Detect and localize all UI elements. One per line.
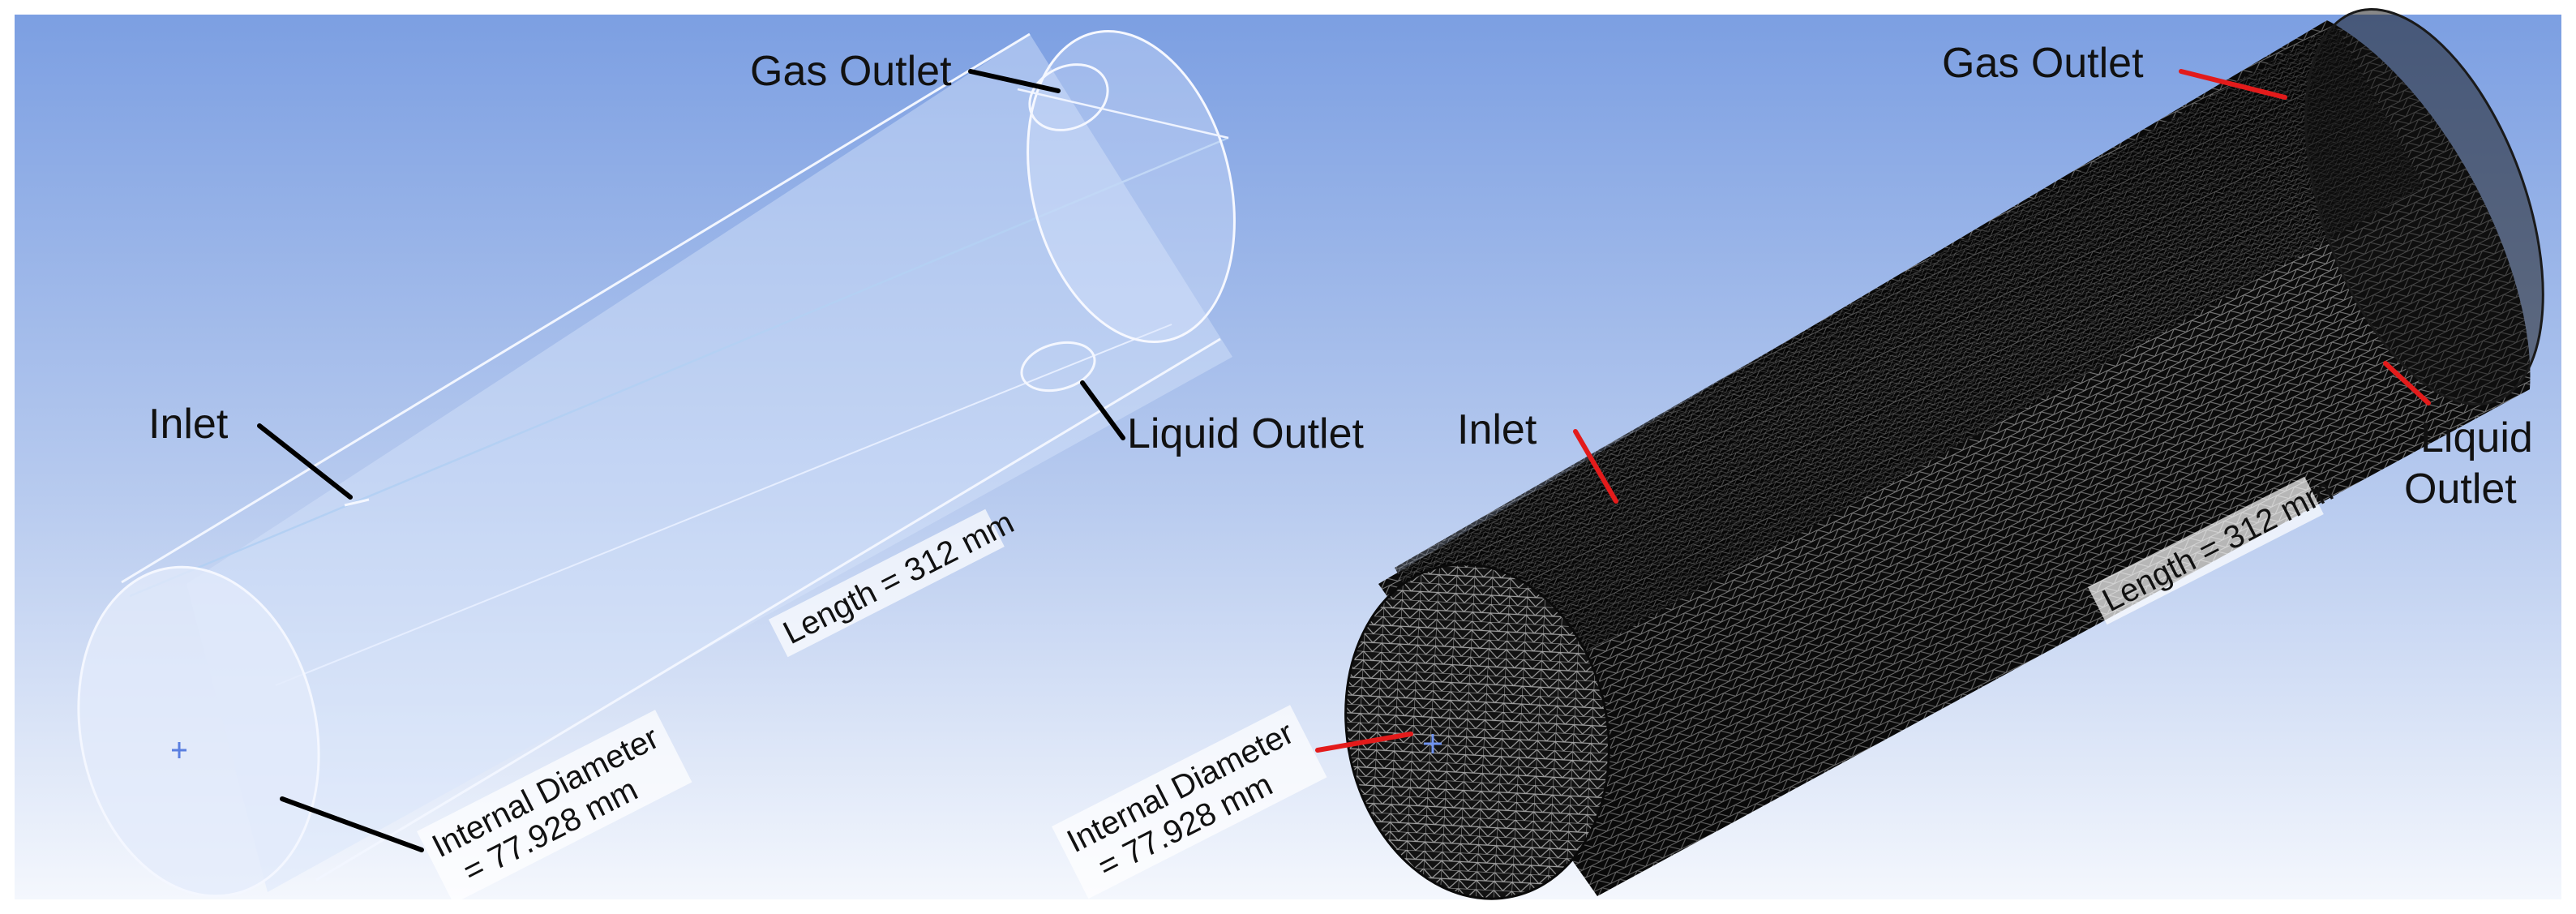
left-back-face: [1027, 30, 1236, 343]
right-liquid-outlet-label-line2: Outlet: [2404, 466, 2517, 513]
left-inlet-label: Inlet: [148, 401, 229, 448]
left-gas-outlet-label: Gas Outlet: [750, 48, 952, 95]
left-diameter-label-bg: [417, 710, 692, 904]
left-inlet-face: [77, 565, 320, 898]
right-liquid-outlet-leader: [2383, 361, 2431, 406]
left-inlet-leader: [257, 423, 353, 500]
left-origin-marker: [172, 742, 186, 758]
left-geometry-cylinder: [77, 30, 1236, 898]
right-diameter-label-bg: [1052, 705, 1327, 899]
left-leader-lines: [257, 69, 1125, 852]
left-liquid-outlet-leader: [1080, 380, 1125, 440]
right-diameter-leader: [1315, 732, 1413, 753]
left-diameter-leader: [280, 796, 424, 852]
right-length-label-bg: [2087, 476, 2324, 625]
right-liquid-outlet-label-line1: Liquid: [2420, 414, 2533, 461]
right-origin-marker: [1424, 734, 1442, 753]
left-cylinder-top-edge: [121, 32, 1031, 584]
left-liquid-outlet-hole: [1020, 341, 1096, 393]
left-cylinder-body: [186, 34, 1232, 892]
right-gas-outlet-label: Gas Outlet: [1942, 40, 2144, 87]
right-leader-lines: [1315, 69, 2431, 753]
left-length-label-bg: [768, 508, 1005, 658]
right-inlet-label: Inlet: [1457, 406, 1537, 453]
left-cylinder-bottom-edge: [315, 337, 1221, 882]
left-cylinder-seam-2: [275, 324, 1172, 686]
right-mesh-back-face: [2304, 8, 2544, 406]
right-mesh-inlet-face: [1344, 563, 1610, 900]
left-cylinder-seam: [129, 136, 1229, 598]
left-liquid-outlet-label: Liquid Outlet: [1127, 410, 1365, 457]
left-back-face-chord: [1017, 88, 1229, 139]
left-gas-outlet-leader: [968, 69, 1061, 93]
left-gas-outlet-hole: [1028, 63, 1109, 131]
right-inlet-leader: [1573, 429, 1618, 504]
right-meshed-cylinder: [1344, 8, 2544, 900]
left-inlet-mark: [344, 498, 370, 507]
right-gas-outlet-leader: [2179, 69, 2287, 100]
right-mesh-body-shade: [1378, 20, 2531, 896]
